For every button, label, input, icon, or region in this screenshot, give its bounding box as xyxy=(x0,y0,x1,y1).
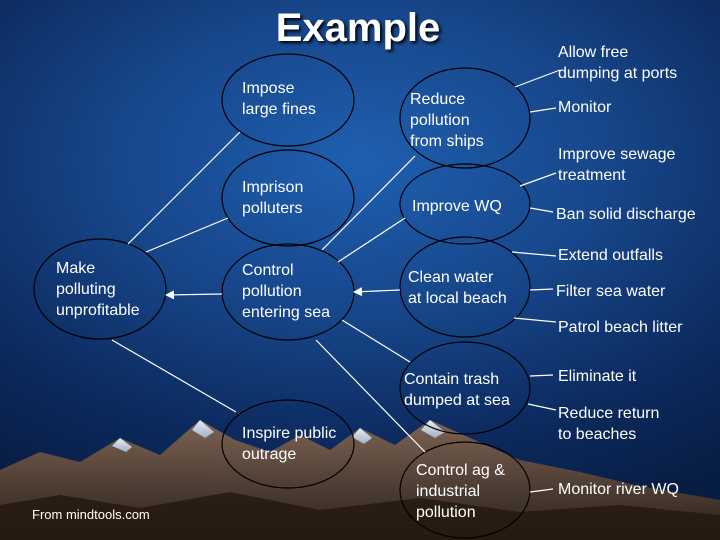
edge-root-imprison xyxy=(145,217,229,253)
edge-control-contain-trash xyxy=(341,319,411,363)
edge-trash-eliminate xyxy=(529,374,554,377)
edge-ag-monitor-river xyxy=(529,488,554,493)
leaf-eliminate: Eliminate it xyxy=(558,368,637,385)
node-impose: Impose large fines xyxy=(242,80,316,118)
mountain-background xyxy=(0,420,720,540)
source-credit: From mindtools.com xyxy=(32,507,150,522)
node-inspire: Inspire public outrage xyxy=(242,425,337,463)
edge-wq-sewage xyxy=(519,172,557,187)
leaf-allow-dumping: Allow free dumping at ports xyxy=(558,44,678,82)
edge-control-improve-wq xyxy=(337,217,406,263)
edge-control-reduce-ships xyxy=(321,155,416,251)
node-contain-trash-ellipse xyxy=(399,341,531,435)
node-improve-wq: Improve WQ xyxy=(412,198,502,215)
node-control-ag-ellipse xyxy=(399,441,531,539)
node-root-ellipse xyxy=(33,238,167,340)
edge-clean-patrol xyxy=(513,317,557,323)
edge-trash-reduce-return xyxy=(527,403,557,411)
node-control: Control pollution entering sea xyxy=(242,262,331,321)
node-impose-ellipse xyxy=(221,53,355,147)
node-reduce-ships: Reduce pollution from ships xyxy=(410,91,484,150)
node-imprison-ellipse xyxy=(221,149,355,247)
edge-ships-allow-dumping xyxy=(514,69,561,88)
leaf-extend-outfalls: Extend outfalls xyxy=(558,247,663,264)
edge-root-impose xyxy=(127,131,241,245)
edge-root-inspire xyxy=(111,339,237,413)
page-title: Example xyxy=(275,6,441,50)
leaf-improve-sewage: Improve sewage treatment xyxy=(558,146,676,184)
node-clean-water: Clean water at local beach xyxy=(408,269,507,307)
leaf-filter-sea: Filter sea water xyxy=(556,283,666,300)
node-inspire-ellipse xyxy=(221,399,355,489)
node-control-ag: Control ag & industrial pollution xyxy=(416,462,505,521)
edge-clean-extend xyxy=(511,251,557,257)
leaf-patrol-litter: Patrol beach litter xyxy=(558,319,683,336)
edge-clean-filter xyxy=(529,288,554,291)
node-improve-wq-ellipse xyxy=(399,163,531,245)
node-contain-trash: Contain trash dumped at sea xyxy=(404,371,510,409)
edge-control-control-ag xyxy=(315,339,426,453)
leaf-reduce-return: Reduce return to beaches xyxy=(558,405,660,443)
edge-root-control xyxy=(165,290,223,300)
edge-ships-monitor xyxy=(529,107,557,113)
leaf-ban-solid: Ban solid discharge xyxy=(556,206,696,223)
node-reduce-ships-ellipse xyxy=(399,67,531,169)
leaf-monitor: Monitor xyxy=(558,99,612,116)
edge-wq-ban xyxy=(529,207,554,213)
edge-control-clean-water xyxy=(353,287,401,297)
leaf-monitor-river: Monitor river WQ xyxy=(558,481,679,498)
node-imprison: Imprison polluters xyxy=(242,179,304,217)
node-root: Make polluting unprofitable xyxy=(56,260,140,319)
node-clean-water-ellipse xyxy=(399,236,531,338)
